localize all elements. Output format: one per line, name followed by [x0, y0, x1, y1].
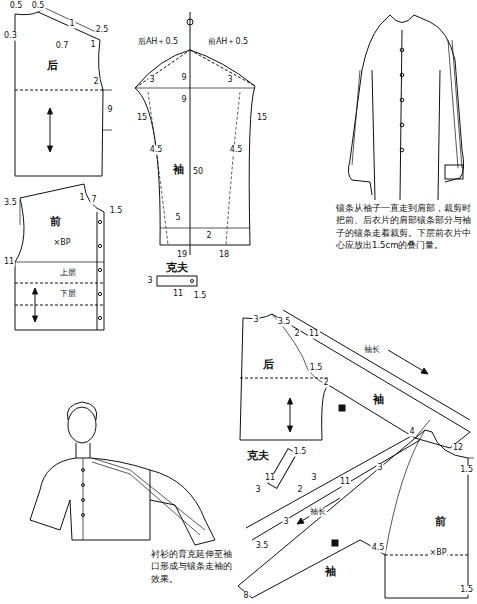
dimension-label: 后AH＋0.5	[137, 38, 179, 47]
dimension-label: 袖	[324, 566, 337, 578]
dimension-label: 9	[180, 96, 187, 105]
dimension-label: 3.5	[3, 199, 18, 208]
dimension-label: 3	[226, 76, 233, 85]
dimension-label: 50	[192, 168, 204, 177]
dimension-label: 1.5	[293, 448, 308, 457]
shirt-illustration	[348, 15, 463, 200]
dimension-label: 3.5	[277, 318, 292, 327]
dimension-label: 2	[322, 379, 329, 388]
dimension-label: 3	[376, 464, 383, 473]
dimension-label: 19	[176, 251, 188, 260]
dimension-label: 前AH＋0.5	[207, 38, 249, 47]
dimension-label: 前	[49, 216, 62, 228]
dimension-label: 0.5	[31, 2, 46, 11]
dimension-label: 11	[3, 258, 15, 267]
dimension-label: 2	[296, 486, 303, 495]
dimension-label: 15	[256, 114, 268, 123]
dimension-label: 4.5	[371, 544, 386, 553]
dimension-label: 3	[310, 474, 317, 483]
dimension-label: 3	[254, 486, 261, 495]
front-bodice	[15, 184, 104, 330]
dimension-label: 袖	[172, 164, 185, 176]
dimension-label: 4	[408, 428, 415, 437]
cuff	[157, 276, 197, 286]
dimension-label: 1	[78, 194, 85, 203]
dimension-label: 袖	[372, 394, 385, 406]
dimension-label: ×BP	[52, 239, 71, 248]
dimension-label: 4.5	[149, 146, 164, 155]
caption-text: 衬衫的育克延伸至袖口形成与镶条走袖的效果。	[150, 548, 238, 585]
dimension-label: 1	[68, 20, 75, 29]
blouse-illustration	[30, 402, 215, 545]
dimension-label: 0.7	[55, 42, 70, 51]
dimension-label: 11	[339, 478, 351, 487]
dimension-label: 3	[282, 518, 289, 527]
back-raglan-pattern	[240, 310, 470, 448]
dimension-label: 下层	[59, 290, 77, 299]
dimension-label: 3	[146, 277, 153, 286]
sleeve-draft	[135, 12, 255, 255]
dimension-label: 4.5	[229, 146, 244, 155]
dimension-label: 袖长	[309, 508, 327, 517]
dimension-label: ×BP	[428, 549, 447, 558]
dimension-label: 7	[90, 196, 97, 205]
dimension-label: 2.5	[95, 26, 110, 35]
dimension-label: 2	[205, 232, 212, 241]
dimension-label: 1.5	[459, 466, 474, 475]
dimension-label: 1.5	[309, 364, 324, 373]
dimension-label: 3	[252, 316, 259, 325]
dimension-label: 1	[89, 41, 96, 50]
dimension-label: 袖长	[363, 346, 381, 355]
dimension-label: 克夫	[165, 262, 189, 274]
dimension-label: 2	[293, 330, 300, 339]
dimension-label: 18	[218, 251, 230, 260]
dimension-label: 后	[46, 60, 59, 72]
dimension-label: 9	[180, 74, 187, 83]
dimension-label: 前	[434, 516, 447, 528]
dimension-label: 12	[452, 444, 464, 453]
dimension-label: 1.5	[193, 292, 208, 301]
dimension-label: 上层	[59, 269, 77, 278]
dimension-label: 0.5	[9, 2, 24, 11]
dimension-label: 1.5	[459, 586, 474, 595]
dimension-label: 11	[308, 330, 320, 339]
dimension-label: 后	[262, 359, 275, 371]
dimension-label: 5	[174, 214, 181, 223]
dimension-label: 8	[242, 592, 249, 601]
dimension-label: 15	[136, 114, 148, 123]
back-bodice	[15, 8, 112, 176]
dimension-label: 克夫	[246, 450, 270, 462]
front-raglan-pattern	[238, 430, 474, 598]
dimension-label: 9	[106, 106, 113, 115]
dimension-label: 0.3	[3, 32, 18, 41]
dimension-label: 3.5	[255, 542, 270, 551]
dimension-label: 11	[264, 474, 276, 483]
dimension-label: 3	[148, 76, 155, 85]
dimension-label: 2	[92, 78, 99, 87]
dimension-label: 11	[172, 290, 184, 299]
note-text: 镶条从袖子一直走到肩部，裁剪时把前、后衣片的肩部镶条部分与袖子的镶条走着裁剪。下…	[335, 202, 473, 251]
dimension-label: 1.5	[109, 207, 124, 216]
